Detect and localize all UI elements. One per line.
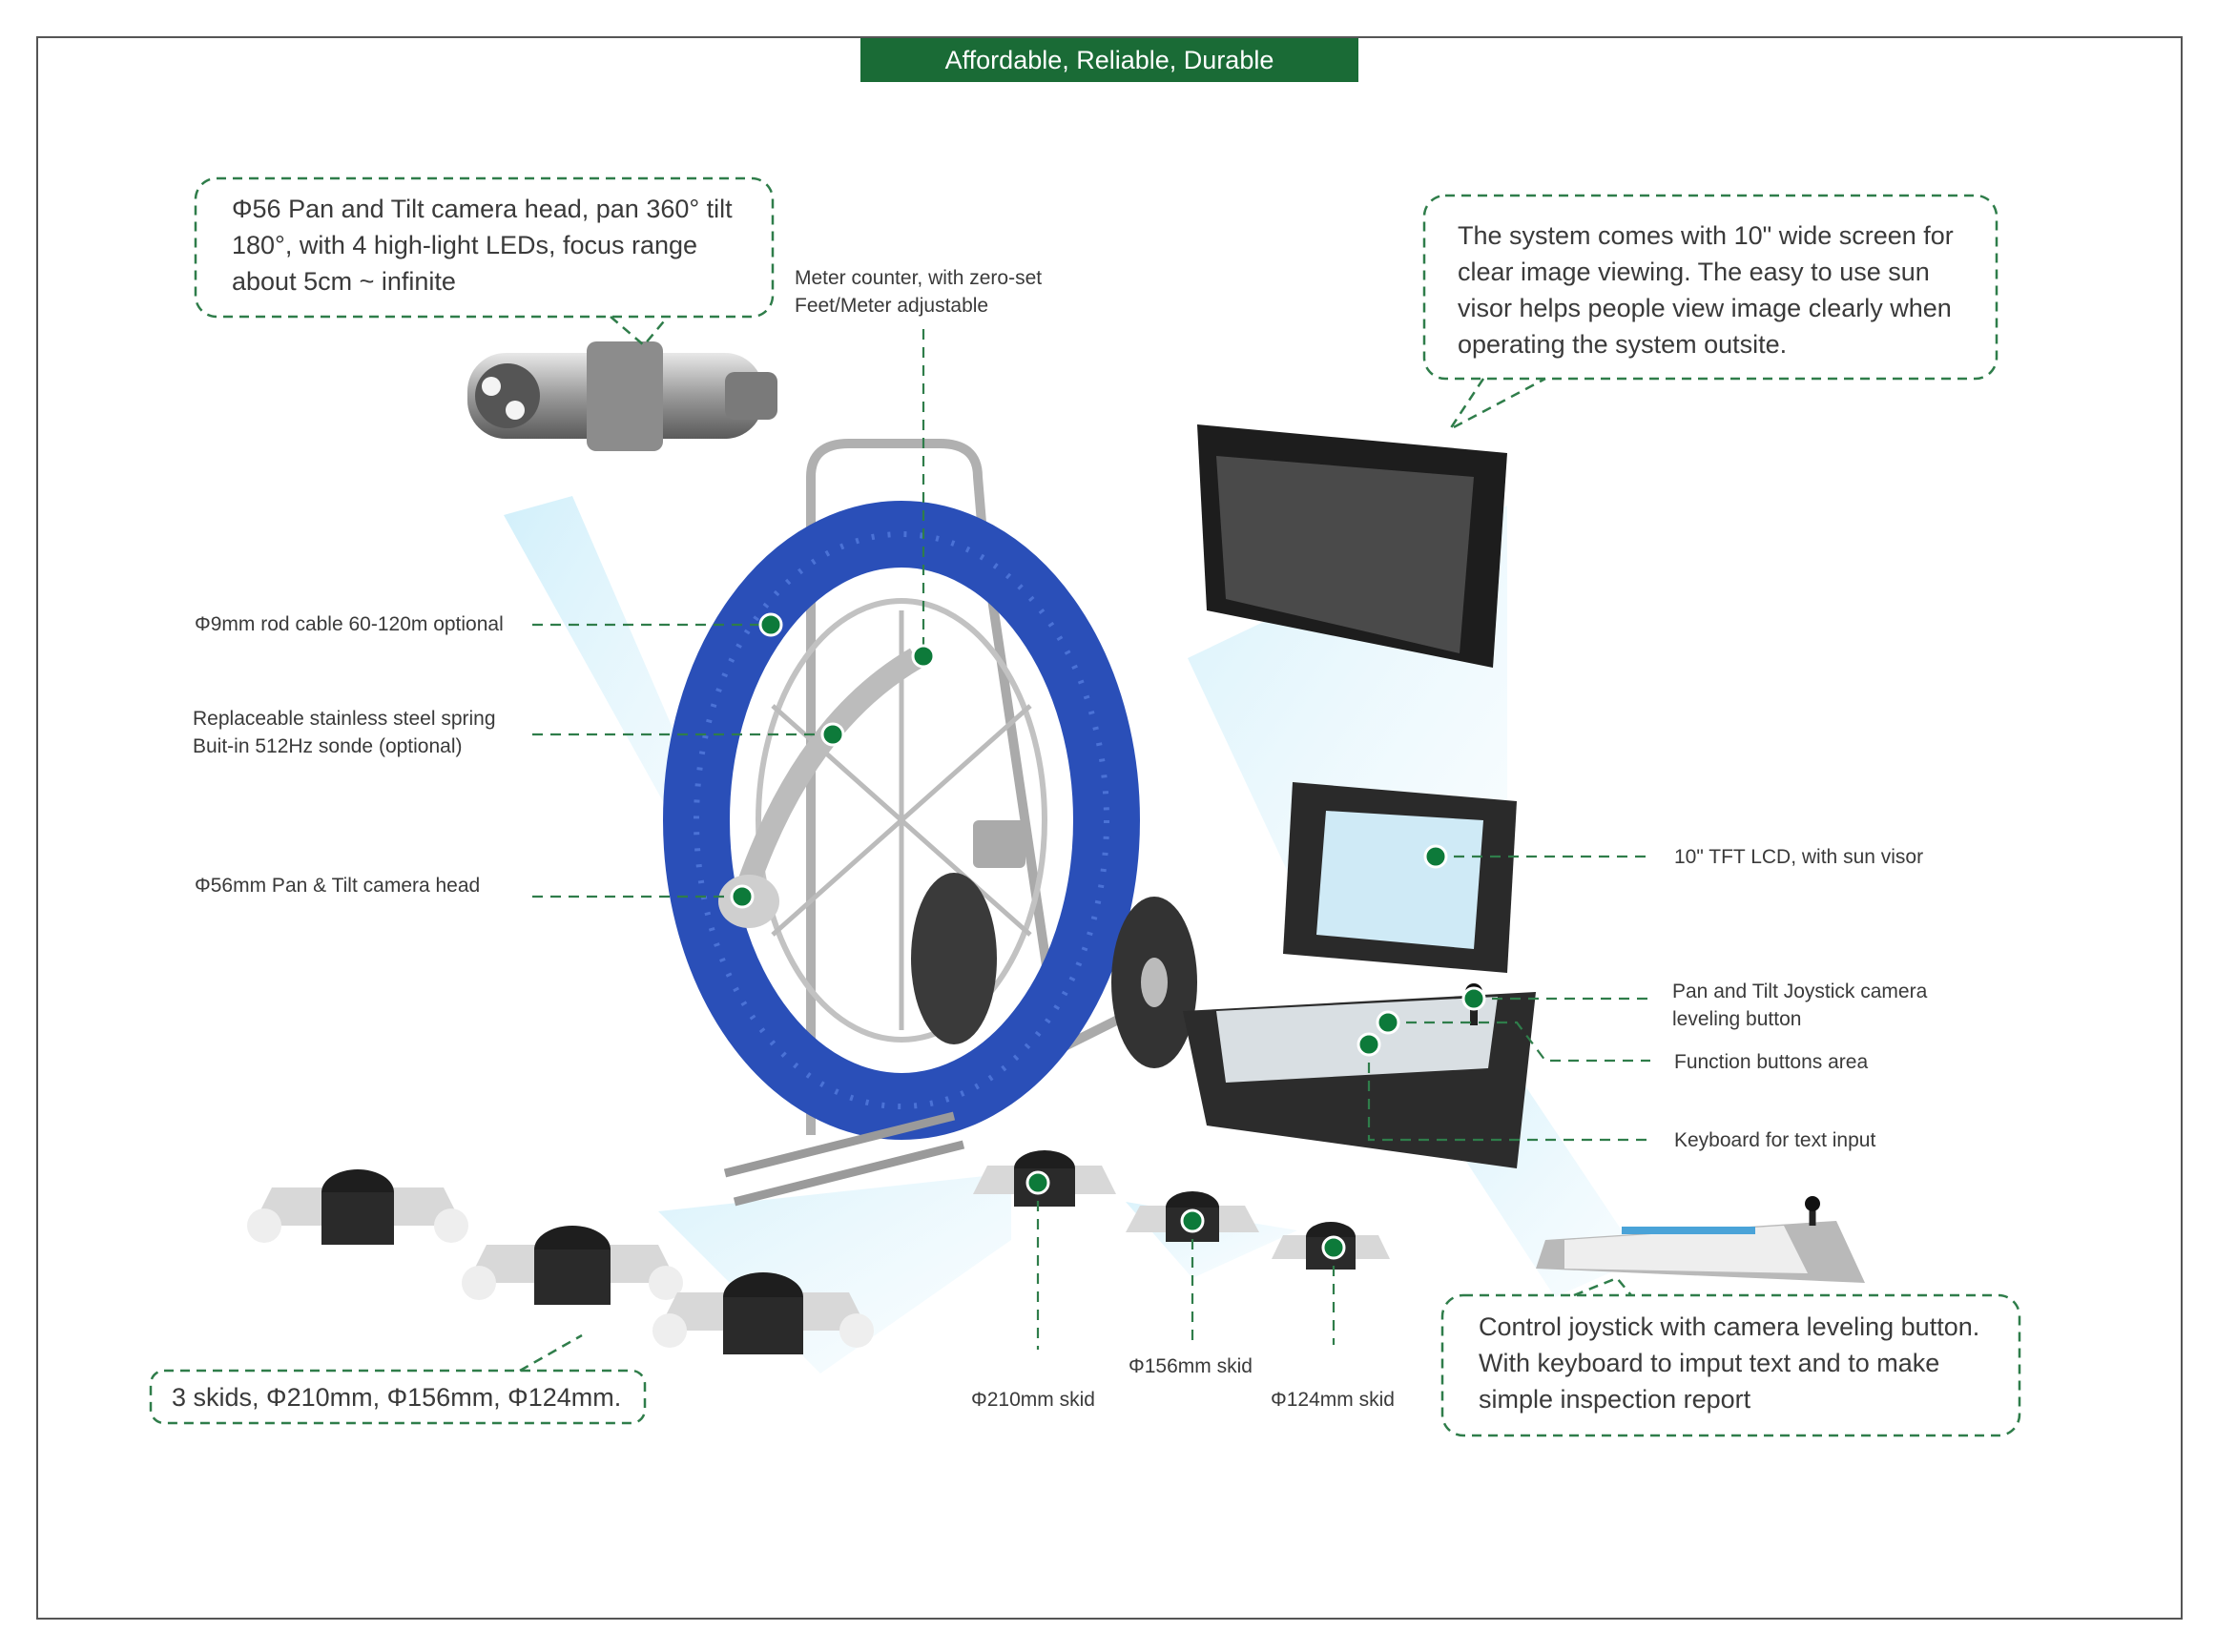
camera-head-dot xyxy=(730,884,755,909)
screen-callout-line: The system comes with 10" wide screen fo… xyxy=(1458,221,1954,250)
camera-head-callout-box xyxy=(194,176,775,319)
pan-tilt-joystick-label-line: Pan and Tilt Joystick camera xyxy=(1672,981,1928,1002)
remote-keyboard-illustration xyxy=(1536,1196,1865,1283)
skids-callout: 3 skids, Φ210mm, Φ156mm, Φ124mm. xyxy=(172,1379,621,1415)
skid-156-label: Φ156mm skid xyxy=(1129,1355,1253,1377)
lcd-label: 10" TFT LCD, with sun visor xyxy=(1674,846,1924,868)
skids-callout-pointer xyxy=(519,1333,583,1373)
camera-head-callout-line: 180°, with 4 high-light LEDs, focus rang… xyxy=(232,231,698,259)
joystick-callout-line: With keyboard to imput text and to make xyxy=(1479,1349,1940,1377)
spring-label-line: Buit-in 512Hz sonde (optional) xyxy=(193,735,463,757)
rod-cable-label: Φ9mm rod cable 60-120m optional xyxy=(195,613,504,635)
skid-210-label: Φ210mm skid xyxy=(971,1389,1095,1411)
joystick-callout: Control joystick with camera leveling bu… xyxy=(1479,1309,1979,1417)
meter-counter-label: Meter counter, with zero-set Feet/Meter … xyxy=(795,264,1042,320)
screen-callout-line: visor helps people view image clearly wh… xyxy=(1458,294,1952,322)
cable-reel-illustration xyxy=(663,439,1197,1207)
spring-label-line: Replaceable stainless steel spring xyxy=(193,708,496,730)
skids-callout-box xyxy=(149,1369,647,1425)
keyboard-label: Keyboard for text input xyxy=(1674,1129,1876,1151)
function-buttons-dot xyxy=(1376,1010,1400,1035)
rod-cable-dot xyxy=(758,612,783,637)
pan-tilt-joystick-label-line: leveling button xyxy=(1672,1008,1802,1030)
function-buttons-label: Function buttons area xyxy=(1674,1051,1869,1073)
meter-counter-label-line: Meter counter, with zero-set xyxy=(795,267,1043,289)
screen-callout: The system comes with 10" wide screen fo… xyxy=(1458,217,1954,362)
skid-beam-left xyxy=(658,1173,1011,1373)
screen-callout-box xyxy=(1422,194,1999,381)
camera-head-callout-line: Φ56 Pan and Tilt camera head, pan 360° t… xyxy=(232,195,733,223)
page-frame xyxy=(36,36,2183,1620)
skid-124-dot xyxy=(1321,1235,1346,1260)
camera-head-callout-line: about 5cm ~ infinite xyxy=(232,267,456,296)
pan-tilt-joystick-label: Pan and Tilt Joystick camera leveling bu… xyxy=(1672,978,1927,1033)
slogan-banner: Affordable, Reliable, Durable xyxy=(860,38,1358,82)
screen-callout-pointer xyxy=(1448,377,1546,431)
camera-head-illustration xyxy=(467,341,777,451)
skids-illustration xyxy=(247,1150,1390,1354)
camera-head-small-label: Φ56mm Pan & Tilt camera head xyxy=(195,875,481,897)
spring-dot xyxy=(820,722,845,747)
joystick-callout-box xyxy=(1440,1293,2021,1437)
screen-callout-line: clear image viewing. The easy to use sun xyxy=(1458,258,1930,286)
joystick-callout-line: simple inspection report xyxy=(1479,1385,1751,1414)
skids-callout-line: 3 skids, Φ210mm, Φ156mm, Φ124mm. xyxy=(172,1383,622,1412)
monitor-case-illustration xyxy=(1183,424,1536,1168)
camera-head-callout: Φ56 Pan and Tilt camera head, pan 360° t… xyxy=(232,191,733,299)
meter-counter-label-line: Feet/Meter adjustable xyxy=(795,295,989,317)
joystick-dot xyxy=(1461,986,1486,1011)
keyboard-leader xyxy=(1367,1044,1650,1142)
screen-callout-line: operating the system outsite. xyxy=(1458,330,1788,359)
skid-156-dot xyxy=(1180,1208,1205,1233)
lcd-dot xyxy=(1423,844,1448,869)
camera-head-callout-pointer xyxy=(610,316,669,347)
keyboard-dot xyxy=(1357,1032,1381,1057)
meter-counter-dot xyxy=(911,644,936,669)
joystick-callout-line: Control joystick with camera leveling bu… xyxy=(1479,1312,1980,1341)
function-buttons-leader xyxy=(1388,1021,1650,1063)
spring-label: Replaceable stainless steel spring Buit-… xyxy=(193,705,496,760)
skid-124-label: Φ124mm skid xyxy=(1271,1389,1395,1411)
skid-210-dot xyxy=(1025,1170,1050,1195)
